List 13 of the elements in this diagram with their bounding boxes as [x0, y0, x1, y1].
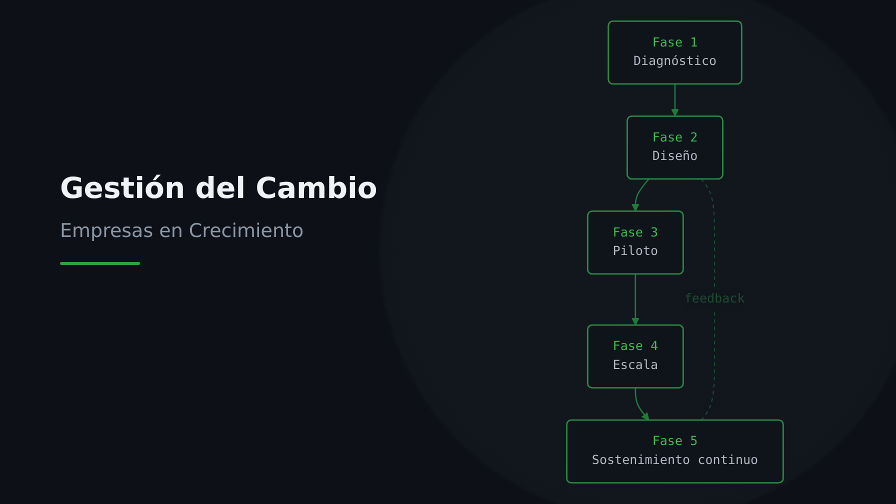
node-box: Fase 5 Sostenimiento continuo [566, 419, 784, 484]
node-box: Fase 2 Diseño [626, 115, 724, 180]
node-box: Fase 4 Escala [586, 324, 684, 389]
node-box: Fase 3 Piloto [586, 210, 684, 275]
arrow [631, 274, 640, 326]
arrow [634, 388, 650, 420]
node-box: Fase 1 Diagnóstico [608, 20, 742, 85]
title: Gestión del Cambio [60, 170, 378, 207]
arrow [671, 84, 679, 117]
connector [700, 178, 716, 420]
subtitle: Empresas en Crecimiento [60, 219, 305, 244]
arrow [631, 178, 650, 212]
edge-label: feedback [684, 292, 745, 306]
